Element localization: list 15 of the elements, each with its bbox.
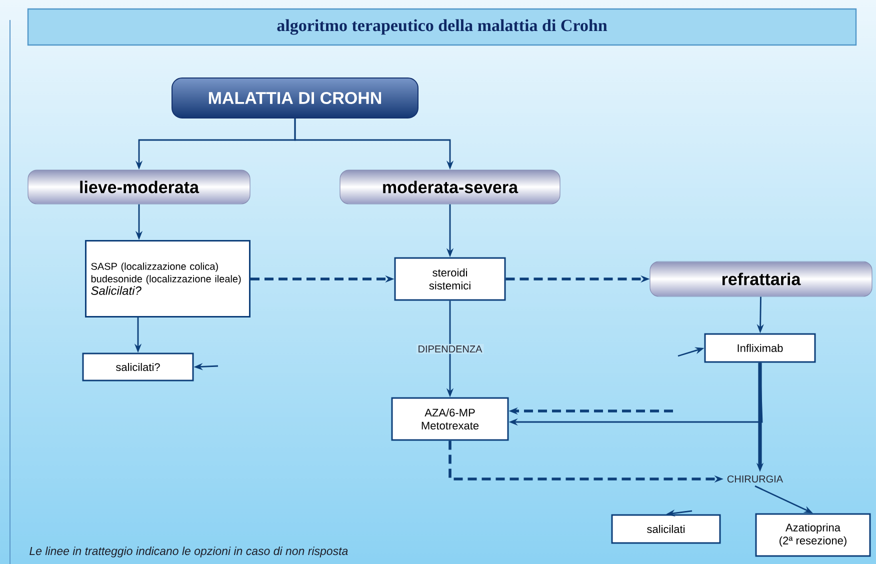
step-label: CHIRURGIA	[727, 475, 784, 483]
severity-band: lieve-moderata	[28, 170, 250, 204]
therapy-box: Infliximab	[704, 333, 816, 363]
therapy-box: salicilati	[611, 514, 721, 544]
caption: Le linee in tratteggio indicano le opzioni in caso di non risposta	[30, 546, 348, 558]
therapy-box: Azatioprina (2ª resezione)	[755, 513, 871, 557]
therapy-box: salicilati?	[82, 352, 194, 382]
therapy-box: SASP (localizzazione colica) budesonide (localizzazione ileale) Salicilati?	[85, 240, 250, 318]
therapy-box: steroidi sistemici	[394, 257, 506, 301]
disease-pill: MALATTIA DI CROHN	[172, 78, 418, 118]
severity-band: moderata-severa	[340, 170, 560, 204]
severity-band: refrattaria	[650, 261, 872, 297]
therapy-box: AZA/6-MP Metotrexate	[391, 397, 509, 441]
edge-label: DIPENDENZA	[416, 344, 484, 354]
title-banner: algoritmo terapeutico della malattia di Crohn	[27, 8, 857, 46]
